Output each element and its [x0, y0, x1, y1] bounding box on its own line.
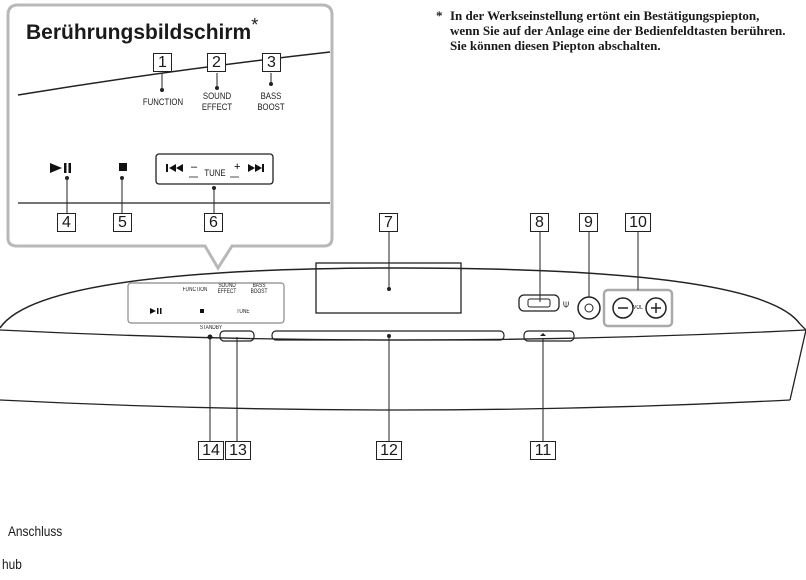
callout-10: 10: [625, 213, 651, 232]
eject-button: [523, 330, 575, 342]
device-panel-box: [127, 282, 285, 324]
device-sound-effect-label: SOUND EFFECT: [217, 283, 237, 295]
panel-title-text: Berührungsbildschirm: [26, 21, 252, 44]
svg-text:–: –: [191, 161, 198, 173]
tune-box: [155, 153, 274, 185]
footnote-star: *: [436, 8, 443, 23]
callout-6: 6: [204, 213, 223, 232]
callout-5: 5: [113, 213, 132, 232]
callout-12: 12: [376, 441, 402, 460]
panel-top-curve: [17, 51, 331, 96]
bass-boost-label: BASS BOOST: [257, 91, 285, 113]
device-bass-boost-label: BASS BOOST: [250, 283, 268, 295]
callout-9: 9: [579, 213, 598, 232]
callout-7: 7: [379, 213, 398, 232]
tune-label: TUNE: [204, 168, 226, 179]
device-play-pause-icon: [150, 308, 162, 314]
stop-icon: [119, 163, 127, 171]
volume-up-button: [645, 297, 667, 319]
callout-3: 3: [262, 53, 281, 72]
callout-8: 8: [530, 213, 549, 232]
usb-port: [518, 294, 560, 312]
footnote: * In der Werkseinstellung ertönt ein Bes…: [436, 8, 790, 53]
device-function-label: FUNCTION: [182, 287, 208, 293]
zoom-panel-outline: [6, 3, 334, 271]
footnote-text: In der Werkseinstellung ertönt ein Bestä…: [450, 8, 786, 53]
vol-label: VOL: [633, 305, 643, 311]
standby-label: STANDBY: [199, 325, 223, 331]
panel-title-star: *: [251, 15, 259, 35]
power-button: [577, 296, 601, 320]
device-bottom-outline: [0, 399, 791, 411]
sound-effect-label: SOUND EFFECT: [201, 91, 233, 113]
function-label: FUNCTION: [142, 97, 184, 108]
next-icon: [248, 164, 264, 172]
callout-11: 11: [530, 441, 556, 460]
device-tune-label: TUNE: [236, 309, 250, 315]
prev-icon: [166, 164, 183, 172]
callout-13: 13: [225, 441, 251, 460]
device-top-outline: [0, 267, 801, 329]
svg-text:+: +: [234, 161, 240, 173]
callout-4: 4: [57, 213, 76, 232]
disc-slot: [271, 330, 505, 341]
callout-2: 2: [207, 53, 226, 72]
device-stop-icon: [200, 309, 204, 313]
bottom-text-line2: hub: [2, 556, 22, 572]
callout-14: 14: [198, 441, 224, 460]
callout-1: 1: [153, 53, 172, 72]
play-pause-icon: [50, 163, 71, 173]
panel-title: Berührungsbildschirm*: [26, 15, 258, 45]
volume-down-button: [612, 297, 634, 319]
bottom-text-line1: Anschluss: [8, 523, 63, 539]
svg-text:⍦: ⍦: [563, 299, 569, 310]
